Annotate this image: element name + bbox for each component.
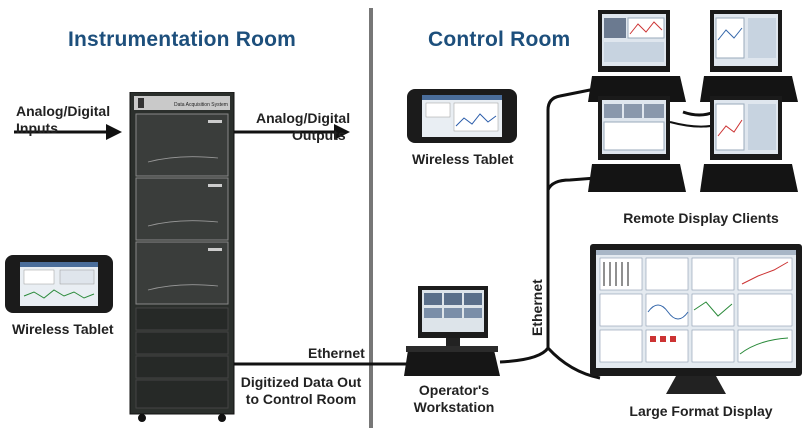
instrumentation-room-title: Instrumentation Room [68,28,296,51]
data-acquisition-rack: Data Acquisition System [129,92,235,422]
control-room-title: Control Room [428,28,571,51]
remote-client-4 [700,96,798,192]
digitized-data-label: Digitized Data Out to Control Room [240,374,362,407]
input-arrow [14,124,122,140]
room-divider [369,8,373,428]
wireless-tablet-left [5,255,113,313]
outputs-label: Analog/Digital Outputs [256,110,351,143]
large-format-display [590,244,802,394]
wireless-tablet-left-label: Wireless Tablet [12,321,114,337]
ethernet-to-client-lower [546,176,597,191]
operators-workstation-label: Operator's Workstation [413,382,495,415]
operators-workstation [404,286,500,376]
remote-client-3 [588,96,686,192]
ethernet-to-display [499,345,601,380]
ethernet-label-horizontal: Ethernet [308,345,365,361]
rack-header-text: Data Acquisition System [174,102,228,108]
inputs-label: Analog/Digital Inputs [16,103,111,136]
wireless-tablet-right [407,89,517,143]
remote-client-2 [700,10,798,102]
output-arrow [233,124,350,140]
ethernet-label-vertical: Ethernet [529,279,545,336]
wireless-tablet-right-label: Wireless Tablet [412,151,514,167]
ethernet-trunk [546,86,601,348]
large-format-display-label: Large Format Display [629,403,773,419]
remote-client-1 [588,10,686,102]
remote-display-clients-label: Remote Display Clients [623,210,779,226]
